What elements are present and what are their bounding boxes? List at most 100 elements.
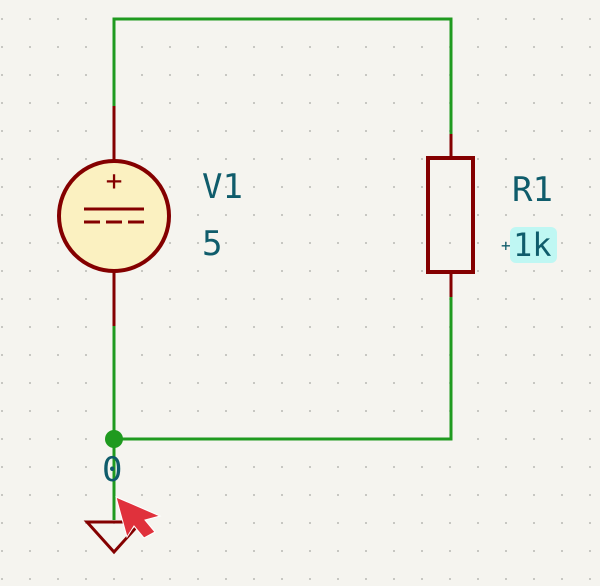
grid-dot — [393, 578, 395, 580]
grid-dot — [561, 298, 563, 300]
grid-dot — [337, 326, 339, 328]
grid-dot — [281, 46, 283, 48]
grid-dot — [561, 130, 563, 132]
grid-dot — [421, 46, 423, 48]
ground-net-label[interactable]: 0 — [102, 450, 122, 490]
grid-dot — [505, 158, 507, 160]
grid-dot — [533, 186, 535, 188]
grid-dot — [561, 102, 563, 104]
grid-dot — [561, 466, 563, 468]
grid-dot — [309, 578, 311, 580]
grid-dot — [337, 550, 339, 552]
grid-dot — [281, 186, 283, 188]
wire-top[interactable] — [112, 17, 453, 134]
grid-dot — [365, 46, 367, 48]
grid-dot — [589, 578, 591, 580]
wires — [112, 17, 453, 520]
dc-voltage-source-icon[interactable]: + — [57, 106, 171, 326]
grid-dot — [169, 466, 171, 468]
grid-dot — [281, 522, 283, 524]
grid-dot — [169, 242, 171, 244]
grid-dot — [589, 242, 591, 244]
grid-dot — [253, 158, 255, 160]
source-reference[interactable]: V1 — [202, 167, 243, 207]
grid-dot — [561, 354, 563, 356]
grid-dot — [253, 550, 255, 552]
grid-dot — [1, 46, 3, 48]
grid-dot — [309, 46, 311, 48]
grid-dot — [197, 354, 199, 356]
grid-dot — [197, 578, 199, 580]
grid-dot — [309, 522, 311, 524]
grid-dot — [253, 326, 255, 328]
grid-dot — [253, 270, 255, 272]
grid-dot — [337, 298, 339, 300]
grid-dot — [225, 410, 227, 412]
grid-dot — [1, 102, 3, 104]
grid-dot — [589, 410, 591, 412]
grid-dot — [505, 74, 507, 76]
grid-dot — [197, 102, 199, 104]
grid-dot — [365, 354, 367, 356]
grid-dot — [197, 158, 199, 160]
grid-dot — [449, 466, 451, 468]
grid-dot — [197, 74, 199, 76]
grid-dot — [197, 242, 199, 244]
grid-dot — [477, 326, 479, 328]
grid-dot — [337, 130, 339, 132]
grid-dot — [393, 186, 395, 188]
resistor-icon[interactable] — [426, 134, 475, 297]
grid-dot — [477, 158, 479, 160]
resistor-body — [426, 156, 475, 274]
grid-dot — [505, 214, 507, 216]
grid-dot — [29, 578, 31, 580]
junction-dot[interactable] — [105, 430, 123, 448]
grid-dot — [505, 298, 507, 300]
grid-dot — [225, 158, 227, 160]
grid-dot — [337, 46, 339, 48]
grid-dot — [393, 214, 395, 216]
grid-dot — [561, 46, 563, 48]
wire-bottom[interactable] — [112, 297, 453, 441]
grid-dot — [365, 466, 367, 468]
grid-dot — [57, 550, 59, 552]
mouse-pointer-icon — [115, 496, 162, 539]
resistor-value[interactable]: 1k — [513, 226, 552, 264]
grid-dot — [1, 242, 3, 244]
grid-dot — [281, 130, 283, 132]
grid-dot — [57, 270, 59, 272]
source-value[interactable]: 5 — [202, 224, 222, 264]
grid-dot — [29, 102, 31, 104]
grid-dot — [225, 74, 227, 76]
grid-dot — [449, 186, 451, 188]
grid-dot — [533, 354, 535, 356]
grid-dot — [169, 130, 171, 132]
grid-dot — [29, 242, 31, 244]
grid-dot — [197, 494, 199, 496]
source-body — [57, 159, 171, 273]
grid-dot — [197, 522, 199, 524]
grid-dot — [337, 186, 339, 188]
grid-dot — [589, 102, 591, 104]
grid-dot — [309, 74, 311, 76]
grid-dot — [309, 186, 311, 188]
grid-dot — [393, 74, 395, 76]
grid-dot — [281, 74, 283, 76]
grid-dot — [393, 410, 395, 412]
grid-dot — [337, 354, 339, 356]
grid-dot — [477, 74, 479, 76]
grid-dot — [1, 466, 3, 468]
resistor-reference[interactable]: R1 — [512, 170, 553, 210]
grid-dot — [1, 186, 3, 188]
grid-dot — [1, 522, 3, 524]
grid-dot — [225, 578, 227, 580]
grid-dot — [85, 18, 87, 20]
grid-dot — [141, 466, 143, 468]
grid-dot — [365, 298, 367, 300]
grid-dot — [533, 550, 535, 552]
grid-dot — [561, 438, 563, 440]
grid-dot — [281, 410, 283, 412]
grid-dot — [141, 578, 143, 580]
